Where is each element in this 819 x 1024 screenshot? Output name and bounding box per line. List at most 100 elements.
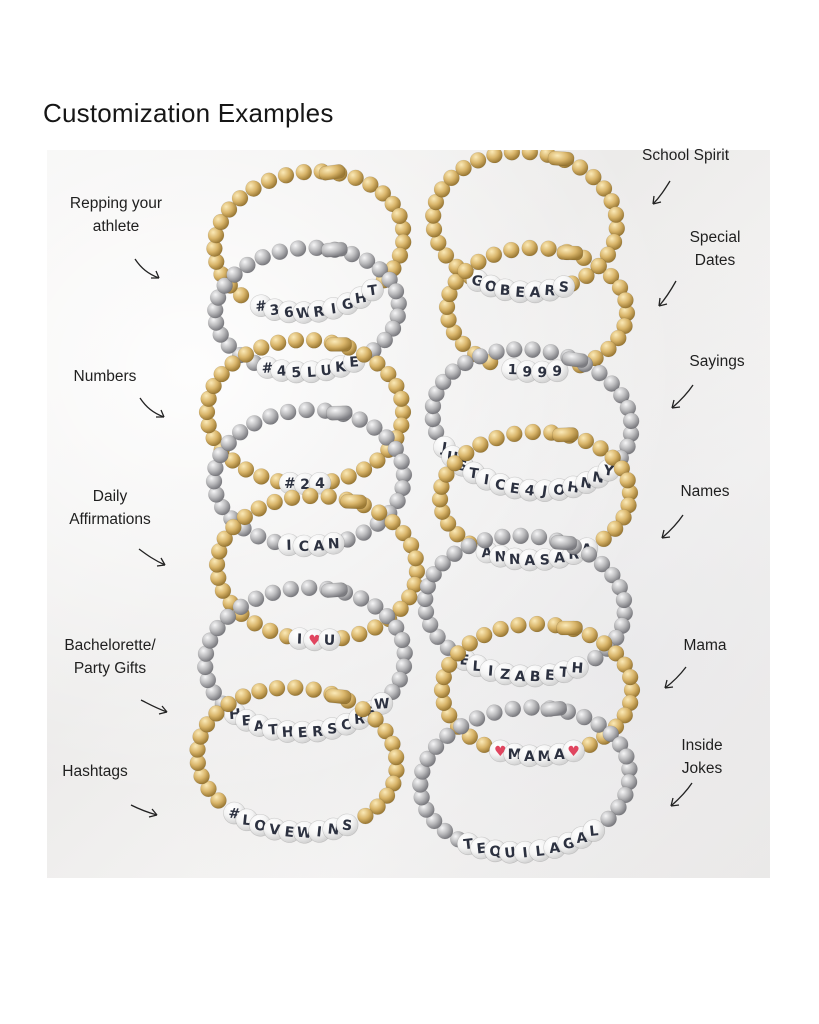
metal-bead: [590, 257, 608, 275]
metal-bead: [261, 622, 279, 640]
clasp-bead: [325, 405, 353, 421]
arrow-icon: [660, 664, 690, 694]
metal-bead: [250, 500, 268, 517]
metal-bead: [347, 169, 364, 187]
metal-bead: [377, 722, 394, 740]
metal-bead: [419, 750, 436, 768]
metal-bead: [468, 710, 486, 727]
metal-bead: [521, 150, 539, 161]
metal-bead: [378, 429, 395, 446]
letter-bead-glyph: N: [328, 536, 340, 552]
metal-bead: [234, 688, 252, 705]
letter-bead-glyph: R: [312, 724, 324, 741]
metal-bead: [264, 584, 282, 602]
metal-bead: [486, 704, 503, 721]
metal-bead: [575, 708, 593, 726]
metal-bead: [443, 169, 460, 187]
bracelet: JUSTICE4JOHNNY: [424, 341, 640, 502]
metal-bead: [207, 226, 225, 244]
metal-bead: [506, 341, 523, 358]
metal-bead: [369, 798, 386, 815]
metal-bead: [370, 504, 388, 521]
metal-bead: [599, 246, 617, 263]
clasp-bead: [556, 245, 584, 261]
letter-bead-glyph: 9: [522, 364, 532, 380]
label-line: Hashtags: [62, 763, 128, 780]
metal-bead: [354, 700, 372, 718]
clasp-bead: [325, 337, 352, 352]
letter-bead-glyph: I: [483, 472, 490, 489]
clasp-bead: [324, 688, 352, 705]
metal-bead: [212, 213, 230, 231]
metal-bead: [305, 332, 323, 349]
metal-bead: [592, 440, 609, 457]
metal-bead: [492, 620, 509, 638]
metal-bead: [593, 555, 611, 573]
letter-bead-glyph: R: [312, 304, 325, 321]
letter-bead-glyph: S: [327, 721, 338, 738]
metal-bead: [231, 190, 249, 207]
bracelet: HEATHERSCREW: [196, 579, 414, 744]
letter-bead-glyph: J: [540, 483, 548, 500]
label-line: Special: [689, 229, 741, 246]
metal-bead: [458, 444, 475, 462]
metal-bead: [266, 493, 283, 511]
metal-bead: [384, 320, 402, 337]
label-bachelorette: Bachelorette/ Party Gifts: [50, 634, 170, 680]
letter-bead-glyph: Z: [500, 667, 511, 684]
metal-bead: [613, 387, 630, 404]
letter-bead-glyph: A: [554, 747, 565, 763]
clasp-bead: [550, 535, 578, 551]
letter-bead-glyph: M: [538, 749, 552, 765]
metal-bead: [571, 159, 589, 176]
letter-bead-glyph: 9: [537, 365, 547, 381]
letter-bead-glyph: E: [509, 480, 521, 497]
label-line: Names: [680, 483, 730, 500]
metal-bead: [439, 727, 456, 745]
metal-bead: [457, 354, 474, 372]
metal-bead: [580, 546, 598, 563]
letter-bead-glyph: B: [529, 669, 541, 686]
letter-bead-glyph: I: [522, 845, 529, 861]
arrow-icon: [136, 544, 170, 570]
metal-bead: [247, 590, 265, 608]
label-repping-athlete: Repping your athlete: [56, 192, 176, 238]
letter-bead-glyph: ♥: [308, 633, 321, 649]
metal-bead: [249, 528, 267, 545]
letter-bead-glyph: H: [281, 724, 294, 741]
letter-bead-glyph: C: [341, 717, 352, 734]
clasp-bead: [556, 620, 583, 636]
metal-bead: [225, 518, 242, 536]
metal-bead: [253, 468, 270, 485]
metal-bead: [236, 508, 254, 526]
label-line: Numbers: [73, 368, 137, 385]
metal-bead: [438, 466, 455, 483]
letter-bead-glyph: I: [297, 632, 303, 648]
metal-bead: [393, 390, 410, 408]
metal-bead: [391, 247, 409, 264]
metal-bead: [455, 159, 472, 177]
metal-bead: [287, 679, 304, 696]
metal-bead: [262, 408, 279, 425]
letter-bead-glyph: A: [524, 749, 535, 765]
metal-bead: [378, 608, 396, 625]
letter-bead-glyph: H: [571, 660, 584, 677]
metal-bead: [407, 549, 424, 567]
letter-bead-glyph: N: [509, 552, 521, 568]
clasp-bead: [561, 351, 589, 368]
metal-bead: [209, 289, 227, 306]
metal-bead: [475, 626, 493, 644]
metal-bead: [224, 355, 241, 372]
metal-bead: [434, 373, 452, 391]
metal-bead: [449, 645, 467, 662]
arrow-icon: [666, 780, 696, 812]
clasp-bead: [340, 494, 367, 510]
metal-bead: [510, 617, 527, 634]
metal-bead: [220, 695, 237, 713]
metal-bead: [607, 206, 625, 223]
metal-bead: [380, 365, 397, 383]
metal-bead: [437, 247, 455, 264]
letter-bead-glyph: I: [316, 824, 323, 840]
